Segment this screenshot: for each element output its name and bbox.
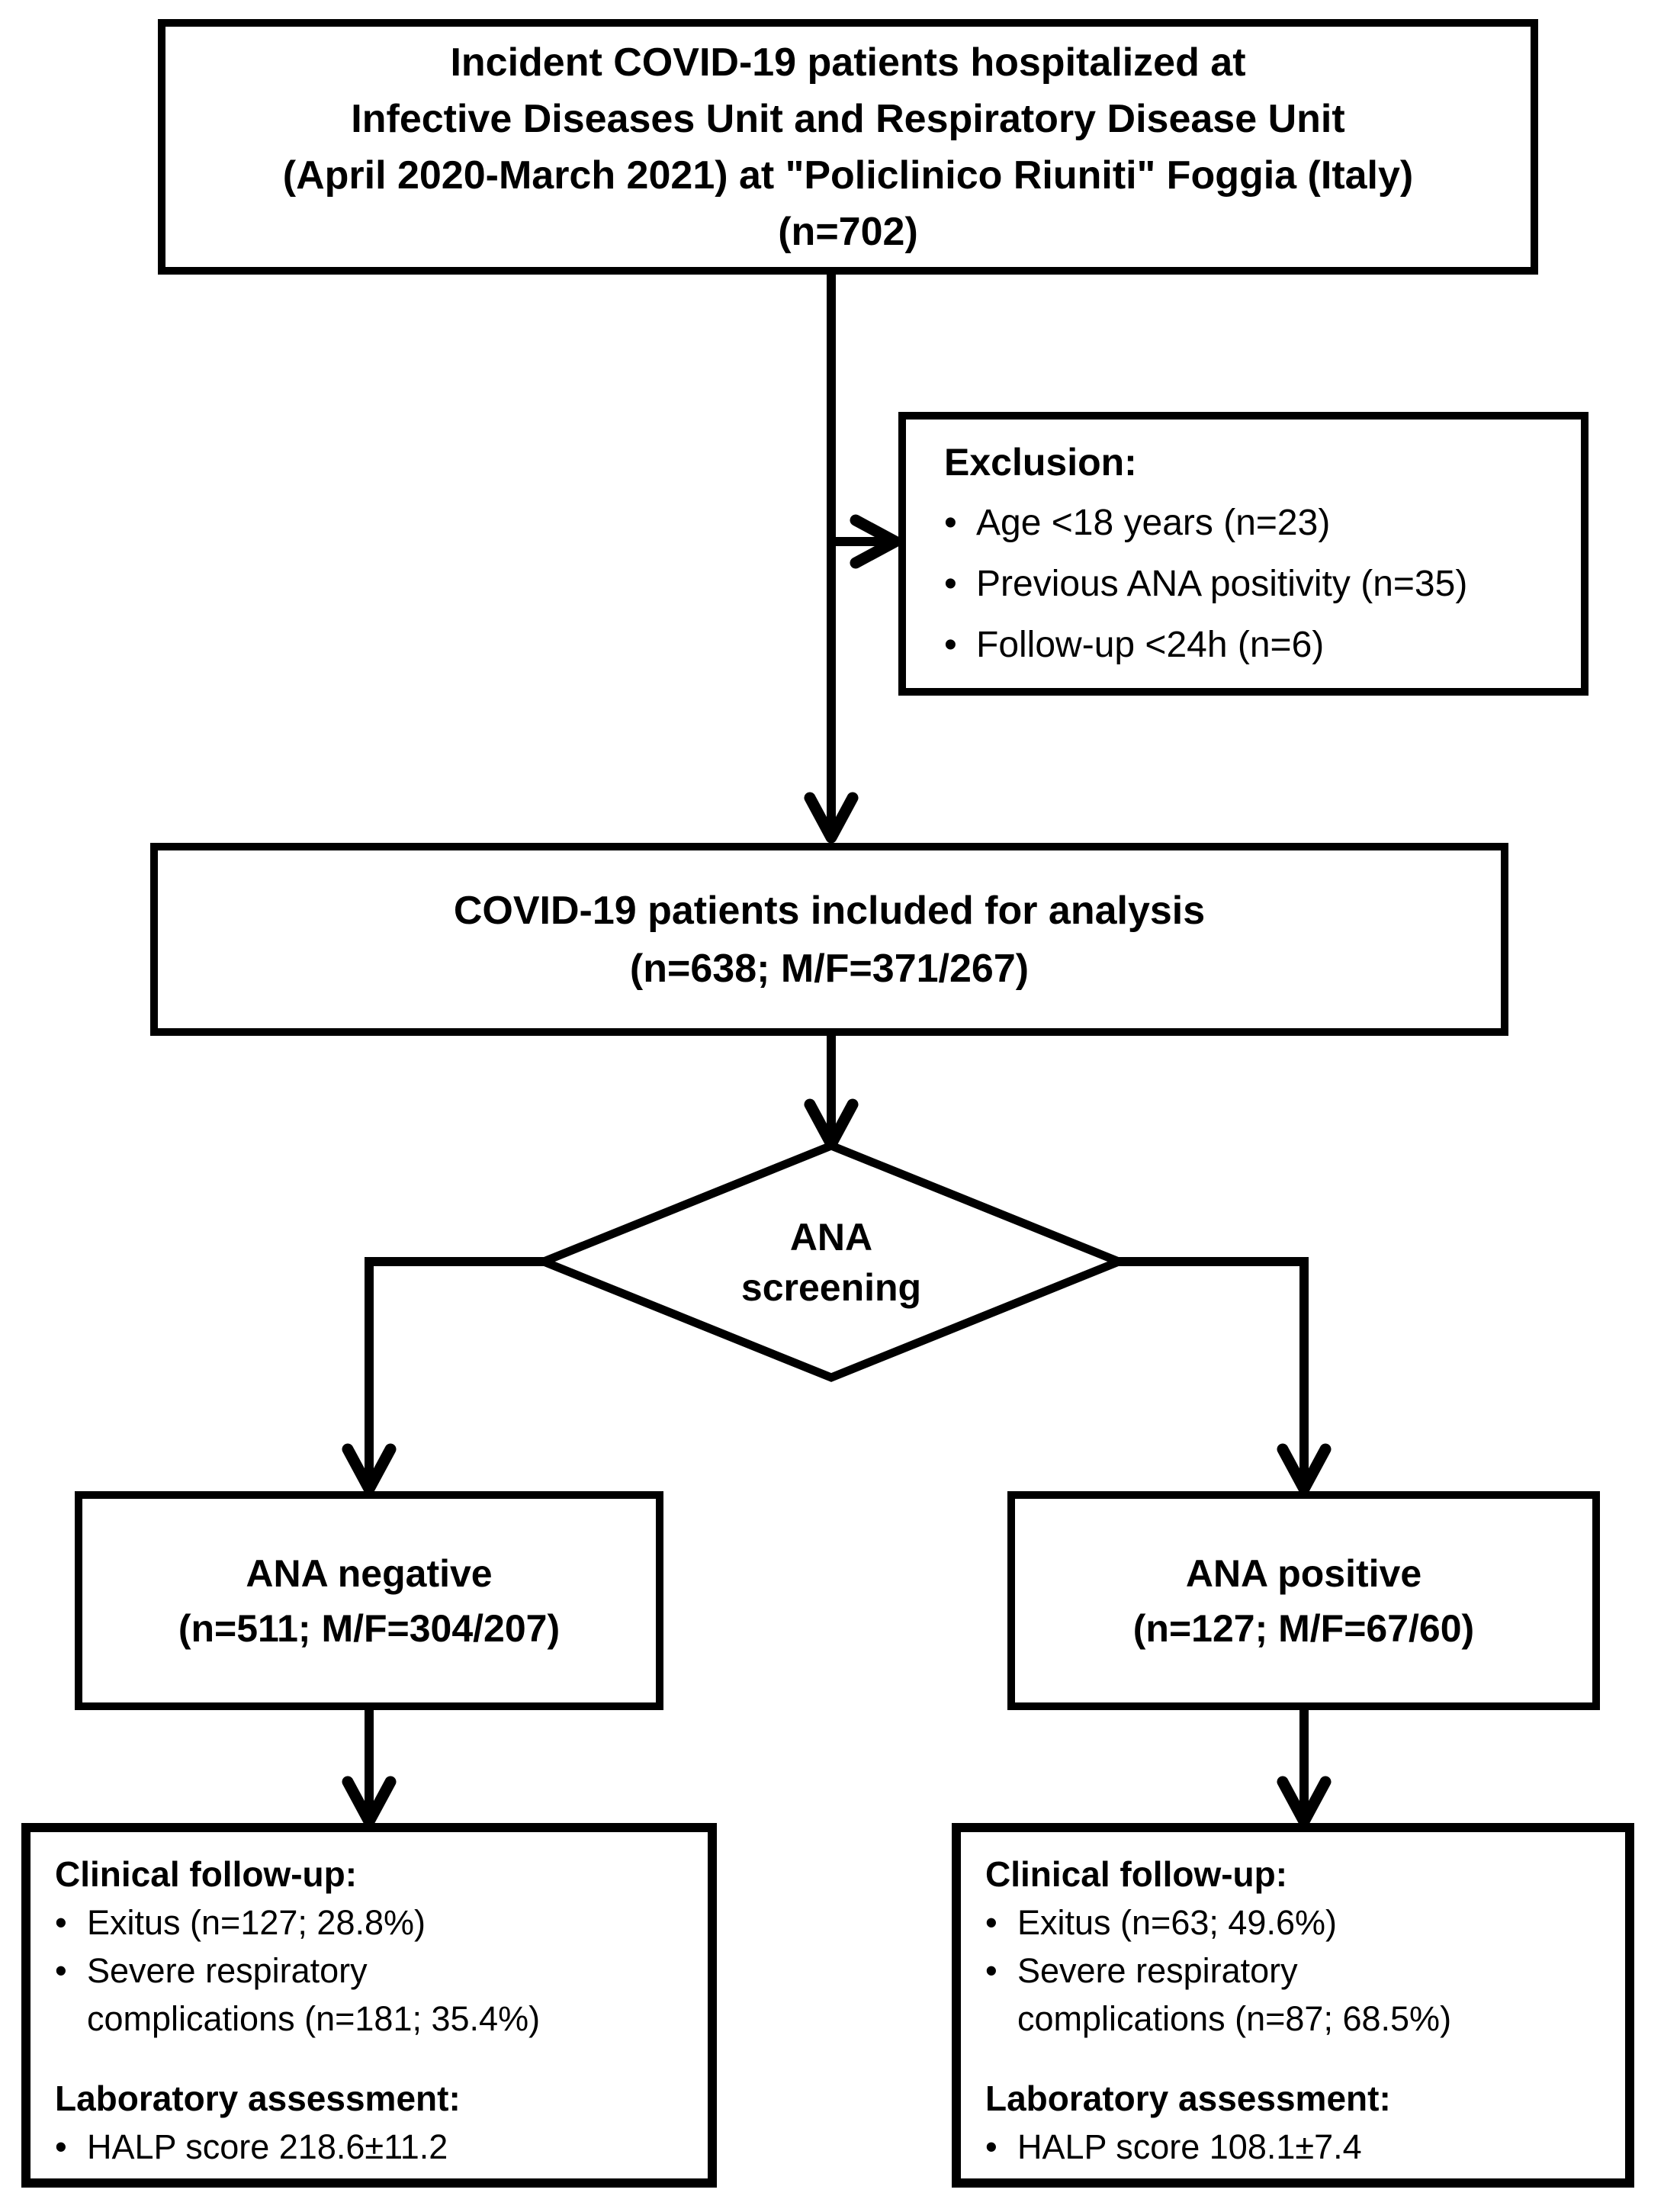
- laboratory-assessment-title: Laboratory assessment:: [985, 2079, 1391, 2118]
- exclusion-item-text: Age <18 years (n=23): [976, 503, 1331, 543]
- followup-item: • HALP score 108.1±7.4: [985, 2123, 1614, 2171]
- arrowhead-down-ana-negative: [342, 1443, 397, 1495]
- ana-positive-line: ANA positive: [1185, 1551, 1422, 1595]
- bullet-icon: •: [944, 503, 957, 543]
- connector-diamond-to-ana-negative: [365, 1257, 544, 1486]
- diamond-line: screening: [740, 1266, 922, 1309]
- clinical-followup-title: Clinical follow-up:: [985, 1854, 1288, 1894]
- followup-item: • HALP score 218.6±11.2: [55, 2123, 696, 2171]
- bullet-icon: •: [55, 1951, 67, 1990]
- followup-positive-box: Clinical follow-up: • Exitus (n=63; 49.6%…: [952, 1823, 1634, 2188]
- severe-respiratory-text: Severe respiratory: [1017, 1951, 1298, 1990]
- exclusion-item: • Age <18 years (n=23): [944, 493, 1581, 554]
- ana-positive-line: (n=127; M/F=67/60): [1132, 1606, 1475, 1650]
- diamond-line: ANA: [789, 1216, 873, 1259]
- blank-line: [985, 2043, 1614, 2075]
- enrollment-line: Infective Diseases Unit and Respiratory …: [351, 96, 1345, 141]
- exclusion-item: • Previous ANA positivity (n=35): [944, 554, 1581, 615]
- arrowhead-down-ana-positive: [1277, 1443, 1332, 1495]
- exclusion-title: Exclusion:: [944, 441, 1137, 484]
- decision-diamond-label: ANA screening: [564, 1190, 1098, 1335]
- bullet-icon: •: [944, 564, 957, 604]
- ana-positive-box: ANA positive (n=127; M/F=67/60): [1007, 1491, 1600, 1710]
- exclusion-item-text: Follow-up <24h (n=6): [976, 625, 1325, 665]
- exitus-text: Exitus (n=127; 28.8%): [87, 1903, 426, 1942]
- decision-diamond-shape: [532, 1141, 1130, 1382]
- severe-respiratory-text: Severe respiratory: [87, 1951, 368, 1990]
- arrowhead-down-followup-left: [342, 1776, 397, 1828]
- halp-score-text: HALP score 108.1±7.4: [1017, 2127, 1362, 2166]
- bullet-icon: •: [985, 1951, 997, 1990]
- blank-line: [55, 2043, 696, 2075]
- followup-item: • Severe respiratory: [55, 1947, 696, 1995]
- bullet-icon: •: [985, 2127, 997, 2166]
- connector-diamond-to-ana-positive: [1119, 1257, 1309, 1486]
- ana-negative-line: ANA negative: [246, 1551, 493, 1595]
- exitus-text: Exitus (n=63; 49.6%): [1017, 1903, 1337, 1942]
- arrowhead-right-exclusion: [850, 514, 901, 569]
- severe-respiratory-continuation: complications (n=87; 68.5%): [1017, 1999, 1452, 2038]
- followup-item: • Exitus (n=127; 28.8%): [55, 1899, 696, 1947]
- clinical-followup-title: Clinical follow-up:: [55, 1854, 358, 1894]
- included-line: (n=638; M/F=371/267): [629, 946, 1030, 991]
- bullet-icon: •: [985, 1903, 997, 1942]
- arrowhead-down-followup-right: [1277, 1776, 1332, 1828]
- halp-score-text: HALP score 218.6±11.2: [87, 2127, 448, 2166]
- enrollment-box: Incident COVID-19 patients hospitalized …: [158, 19, 1538, 275]
- bullet-icon: •: [55, 1903, 67, 1942]
- exclusion-item-text: Previous ANA positivity (n=35): [976, 564, 1468, 604]
- exclusion-box: Exclusion: • Age <18 years (n=23) • Previo…: [898, 412, 1589, 696]
- included-box: COVID-19 patients included for analysis …: [150, 843, 1508, 1036]
- followup-item: • Exitus (n=63; 49.6%): [985, 1899, 1614, 1947]
- ana-negative-line: (n=511; M/F=304/207): [178, 1606, 561, 1650]
- enrollment-line: Incident COVID-19 patients hospitalized …: [450, 40, 1246, 85]
- ana-negative-box: ANA negative (n=511; M/F=304/207): [75, 1491, 663, 1710]
- bullet-icon: •: [944, 625, 957, 665]
- followup-negative-box: Clinical follow-up: • Exitus (n=127; 28.8…: [21, 1823, 717, 2188]
- enrollment-line: (April 2020-March 2021) at "Policlinico …: [282, 153, 1414, 198]
- severe-respiratory-continuation: complications (n=181; 35.4%): [87, 1999, 541, 2038]
- exclusion-item: • Follow-up <24h (n=6): [944, 615, 1581, 676]
- included-line: COVID-19 patients included for analysis: [453, 888, 1206, 933]
- laboratory-assessment-title: Laboratory assessment:: [55, 2079, 461, 2118]
- enrollment-line: (n=702): [778, 209, 918, 254]
- arrowhead-down-included: [804, 792, 859, 844]
- followup-item: • Severe respiratory: [985, 1947, 1614, 1995]
- bullet-icon: •: [55, 2127, 67, 2166]
